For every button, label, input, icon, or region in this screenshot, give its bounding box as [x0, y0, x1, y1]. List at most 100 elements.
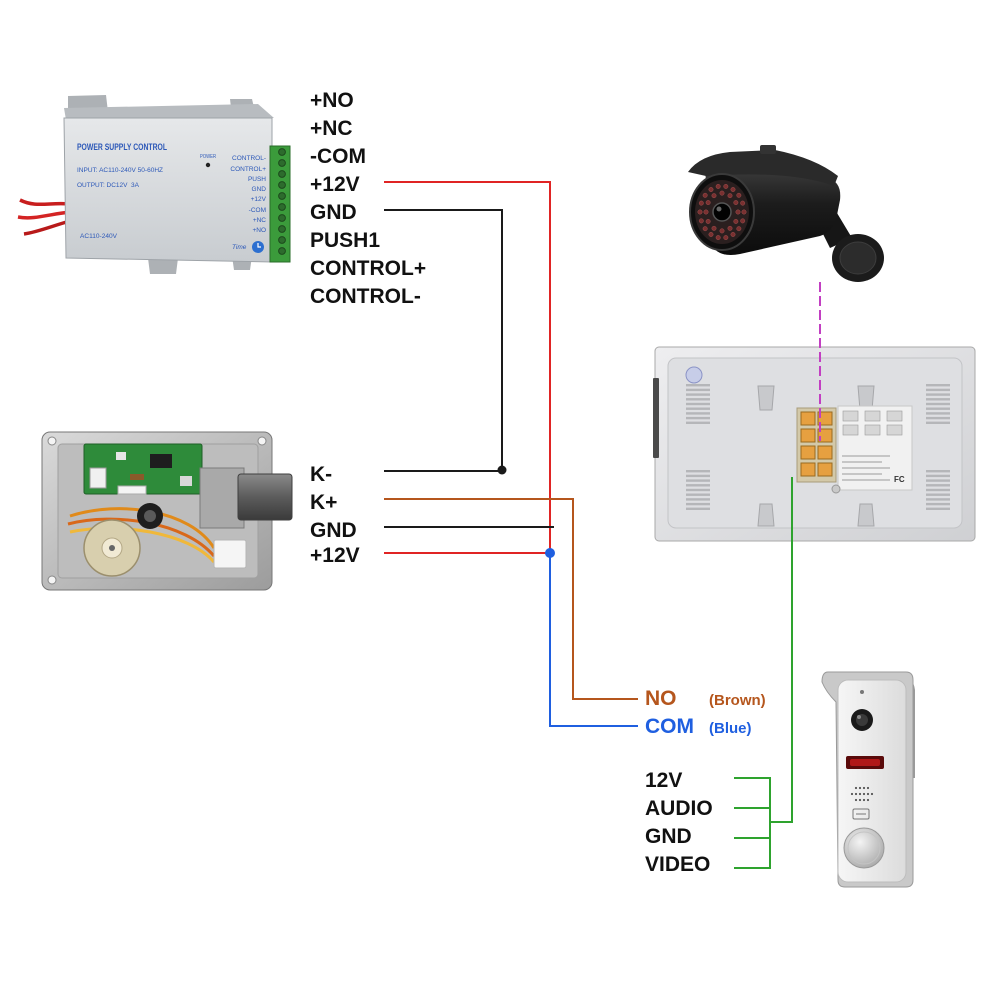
- vent-slit: [926, 507, 950, 510]
- time-label: Time: [232, 244, 247, 251]
- infrared-led: [727, 225, 733, 231]
- infrared-led: [703, 209, 709, 215]
- infrared-led: [715, 235, 721, 241]
- terminal-screw: [278, 247, 286, 255]
- fcc-logo: FC: [894, 475, 905, 484]
- pcb-component: [116, 452, 126, 460]
- vent-slit: [686, 421, 710, 424]
- terminal-label-nc: +NC: [310, 117, 353, 140]
- vent-slit: [926, 393, 950, 396]
- door-station: [821, 671, 915, 888]
- wiring: [384, 181, 821, 869]
- power-led: [205, 162, 211, 168]
- mounting-tab: [857, 503, 875, 527]
- lock-gear: [144, 510, 156, 522]
- contact-label-com: COM: [645, 715, 694, 738]
- power-led-label: POWER: [200, 154, 216, 160]
- connector-port: [800, 462, 816, 477]
- vent-slit: [686, 384, 710, 387]
- pcb-component: [180, 476, 192, 486]
- camera-visor-screw: [760, 145, 776, 154]
- terminal-label-gnd: GND: [310, 201, 357, 224]
- sticker-icon: [842, 424, 859, 436]
- infrared-window-glow: [850, 759, 880, 766]
- vent-slit: [686, 484, 710, 487]
- power-12v-wire: [384, 181, 551, 554]
- terminal-mark: -COM: [249, 207, 266, 214]
- infrared-led: [736, 226, 742, 232]
- terminal-label-push1: PUSH1: [310, 229, 380, 252]
- camera-mount-base-ring: [839, 241, 877, 275]
- sticker-icon: [886, 424, 903, 436]
- monitor-screw: [831, 484, 841, 494]
- door-station-lens-glint: [857, 715, 861, 719]
- mains-wire: [19, 198, 71, 207]
- vent-slit: [926, 421, 950, 424]
- infrared-led: [736, 192, 742, 198]
- lock-motor-shaft: [109, 545, 115, 551]
- infrared-led: [723, 235, 729, 241]
- timer-icon-hand: [257, 243, 261, 248]
- terminal-screw: [278, 181, 286, 189]
- speaker-hole: [862, 786, 866, 790]
- infrared-led: [708, 187, 714, 192]
- vent-slit: [686, 502, 710, 506]
- terminal-screws: [278, 148, 286, 255]
- vent-slit: [926, 416, 950, 420]
- card-reader-icon: [852, 808, 870, 820]
- connector-port: [817, 411, 833, 426]
- timer-icon: [252, 241, 264, 253]
- infrared-led: [730, 187, 736, 192]
- door-station-trunk-wire: [769, 477, 793, 823]
- terminal-screw: [278, 148, 286, 156]
- vent-slit: [926, 412, 950, 415]
- monitor-side-slot: [653, 378, 659, 458]
- monitor-vents: [686, 384, 950, 510]
- vent-slit: [686, 402, 710, 406]
- vent-slit: [686, 488, 710, 492]
- door-label-audio: AUDIO: [645, 797, 713, 820]
- pcb-chip: [150, 454, 172, 468]
- speaker-hole: [866, 792, 870, 796]
- terminal-label-control-plus: CONTROL+: [310, 257, 426, 280]
- terminal-screw: [278, 170, 286, 178]
- connector-port: [800, 411, 816, 426]
- infrared-led: [733, 218, 739, 224]
- contact-note-blue: (Blue): [709, 720, 752, 737]
- infrared-led: [705, 200, 711, 206]
- terminal-screw: [278, 214, 286, 222]
- vent-slit: [686, 479, 710, 482]
- terminal-mark: PUSH: [248, 176, 266, 183]
- power-supply-title: POWER SUPPLY CONTROL: [77, 142, 167, 152]
- case-top-bevel: [64, 104, 274, 120]
- door-station-terminal-labels: 12V AUDIO GND VIDEO: [645, 769, 713, 876]
- power-supply-output-rating: OUTPUT: DC12V 3A: [77, 182, 140, 189]
- connector-port: [817, 445, 833, 460]
- vent-slit: [686, 398, 710, 401]
- speaker-hole: [862, 798, 866, 802]
- mains-wire: [17, 210, 71, 220]
- terminal-mark: CONTROL+: [230, 166, 266, 173]
- connector-port: [817, 462, 833, 477]
- sticker-icon: [864, 424, 881, 436]
- lock-label-gnd: GND: [310, 519, 357, 542]
- contact-note-brown: (Brown): [709, 692, 766, 709]
- mounting-hole: [47, 436, 57, 446]
- bolt-carrier: [199, 467, 245, 529]
- vent-slit: [686, 470, 710, 473]
- mounting-flange: [148, 258, 178, 274]
- terminal-label-com: -COM: [310, 145, 366, 168]
- camera-sun-visor: [688, 150, 838, 186]
- speaker-hole: [854, 798, 858, 802]
- speaker-hole: [858, 792, 862, 796]
- infrared-led: [698, 218, 704, 224]
- vent-slit: [926, 407, 950, 410]
- vent-slit: [686, 493, 710, 496]
- speaker-hole: [854, 786, 858, 790]
- speaker-hole: [854, 792, 858, 796]
- call-button-rim: [847, 831, 881, 865]
- terminal-mark: +NO: [252, 227, 266, 234]
- infrared-led: [708, 232, 714, 237]
- door-label-video: VIDEO: [645, 853, 710, 876]
- vent-slit: [926, 502, 950, 506]
